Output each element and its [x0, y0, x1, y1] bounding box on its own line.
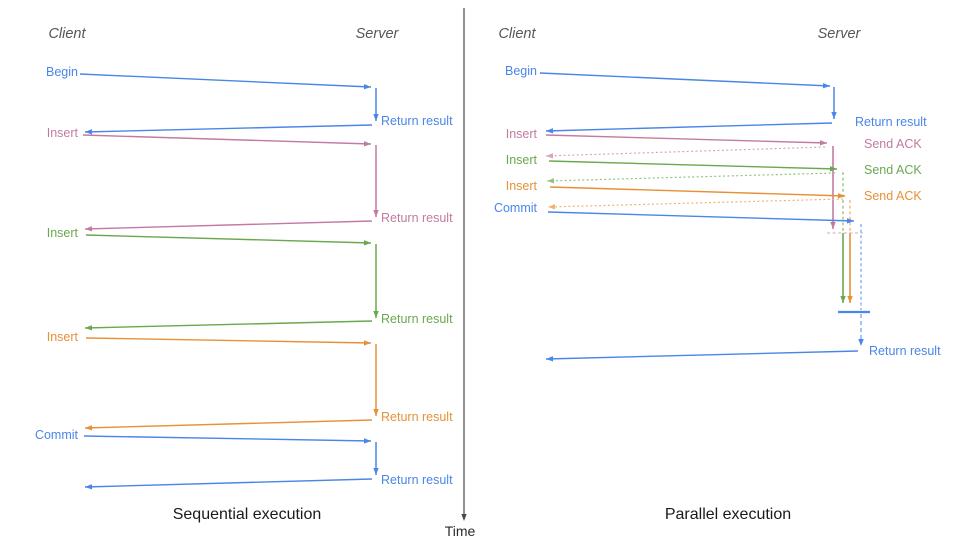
request-arrow-line: [539, 72, 831, 87]
server-process-arrow-head: [373, 409, 379, 416]
request-arrow-line: [85, 234, 372, 244]
request-arrow-head: [363, 84, 371, 90]
request-arrow-line: [547, 211, 855, 222]
request-arrow-line: [85, 337, 372, 344]
time-axis: [461, 8, 467, 521]
ack-dotted-arrow-line: [547, 198, 844, 208]
parallel-op-commit-4: [547, 211, 862, 310]
parallel-send-ack-label: Send ACK: [864, 137, 922, 151]
sequential-begin-label: Begin: [46, 65, 78, 79]
return-arrow-head: [546, 128, 554, 134]
server-process-arrow-head: [373, 311, 379, 318]
request-arrow-line: [549, 186, 846, 197]
sequential-op-insert-1: [82, 134, 379, 232]
request-arrow-line: [79, 73, 372, 88]
sequential-op-insert-3: [84, 337, 379, 431]
server-process-arrow-head: [373, 114, 379, 121]
request-arrow-head: [363, 141, 371, 147]
parallel-insert-label: Insert: [505, 153, 537, 167]
time-axis-head: [461, 514, 467, 521]
return-arrow-head: [85, 425, 93, 431]
parallel-server-header: Server: [817, 26, 861, 42]
ack-dotted-arrow-line: [546, 172, 836, 182]
sequential-insert-label: Insert: [46, 226, 78, 240]
sequential-op-insert-2: [84, 234, 379, 331]
parallel-op-insert-3: [547, 186, 853, 303]
return-arrow-head: [85, 325, 93, 331]
return-arrow-line: [84, 320, 373, 329]
request-arrow-head: [829, 166, 837, 172]
parallel-insert-label: Insert: [505, 179, 537, 193]
request-arrow-head: [364, 438, 371, 444]
server-process-arrow-head: [373, 210, 379, 217]
panel-parallel: [539, 72, 870, 362]
server-process-arrow-head: [831, 112, 837, 119]
return-arrow-line: [84, 124, 373, 133]
parallel-insert-label: Insert: [505, 127, 537, 141]
request-arrow-line: [545, 134, 828, 144]
queued-process-arrow-head: [840, 296, 846, 303]
parallel-send-ack-label: Send ACK: [864, 163, 922, 177]
ack-dotted-arrow-line: [545, 146, 826, 157]
sequential-return-result-label: Return result: [381, 410, 453, 424]
sequential-op-commit-4: [83, 435, 379, 490]
request-arrow-head: [363, 240, 371, 246]
sequential-op-begin-0: [79, 73, 379, 135]
parallel-execution-title: Parallel execution: [664, 506, 792, 523]
sequential-insert-label: Insert: [46, 330, 78, 344]
parallel-begin-label: Begin: [505, 64, 537, 78]
parallel-op-insert-1: [545, 134, 836, 229]
request-arrow-head: [364, 340, 371, 346]
final-return-arrow-line: [545, 350, 859, 360]
sequential-execution-title: Sequential execution: [172, 506, 322, 523]
queued-process-arrow-head: [847, 296, 853, 303]
return-arrow-line: [84, 478, 373, 488]
parallel-client-header: Client: [498, 26, 536, 42]
return-arrow-head: [85, 129, 93, 135]
request-arrow-head: [846, 218, 854, 224]
final-drop-head: [858, 339, 864, 346]
return-arrow-line: [84, 419, 373, 429]
sequential-return-result-label: Return result: [381, 312, 453, 326]
sequential-return-result-label: Return result: [381, 473, 453, 487]
sequential-client-header: Client: [48, 26, 86, 42]
sequential-return-result-label: Return result: [381, 114, 453, 128]
request-arrow-line: [548, 160, 838, 170]
sequential-server-header: Server: [355, 26, 399, 42]
panel-sequential: [79, 73, 379, 490]
request-arrow-head: [819, 140, 827, 146]
parallel-op-insert-2: [546, 160, 846, 303]
return-arrow-head: [85, 226, 93, 232]
parallel-return-result-label: Return result: [855, 115, 927, 129]
return-arrow-head: [85, 484, 93, 490]
time-axis-label: Time: [444, 523, 476, 539]
return-arrow-line: [545, 122, 833, 132]
parallel-op-begin-0: [539, 72, 837, 134]
sequential-insert-label: Insert: [46, 126, 78, 140]
queued-process-arrow-head: [830, 222, 836, 229]
ack-dotted-arrow-head: [548, 204, 556, 210]
parallel-send-ack-label: Send ACK: [864, 189, 922, 203]
final-return-arrow-head: [546, 356, 554, 362]
ack-dotted-arrow-head: [546, 153, 554, 159]
parallel-final-return-result-label: Return result: [869, 344, 941, 358]
request-arrow-line: [83, 435, 372, 442]
request-arrow-head: [822, 83, 830, 89]
ack-dotted-arrow-head: [547, 178, 555, 184]
sequential-return-result-label: Return result: [381, 211, 453, 225]
return-arrow-line: [84, 220, 373, 230]
request-arrow-line: [82, 134, 372, 145]
sequential-commit-label: Commit: [34, 428, 78, 442]
request-arrow-head: [837, 193, 845, 199]
server-process-arrow-head: [373, 468, 379, 475]
parallel-commit-label: Commit: [493, 201, 537, 215]
